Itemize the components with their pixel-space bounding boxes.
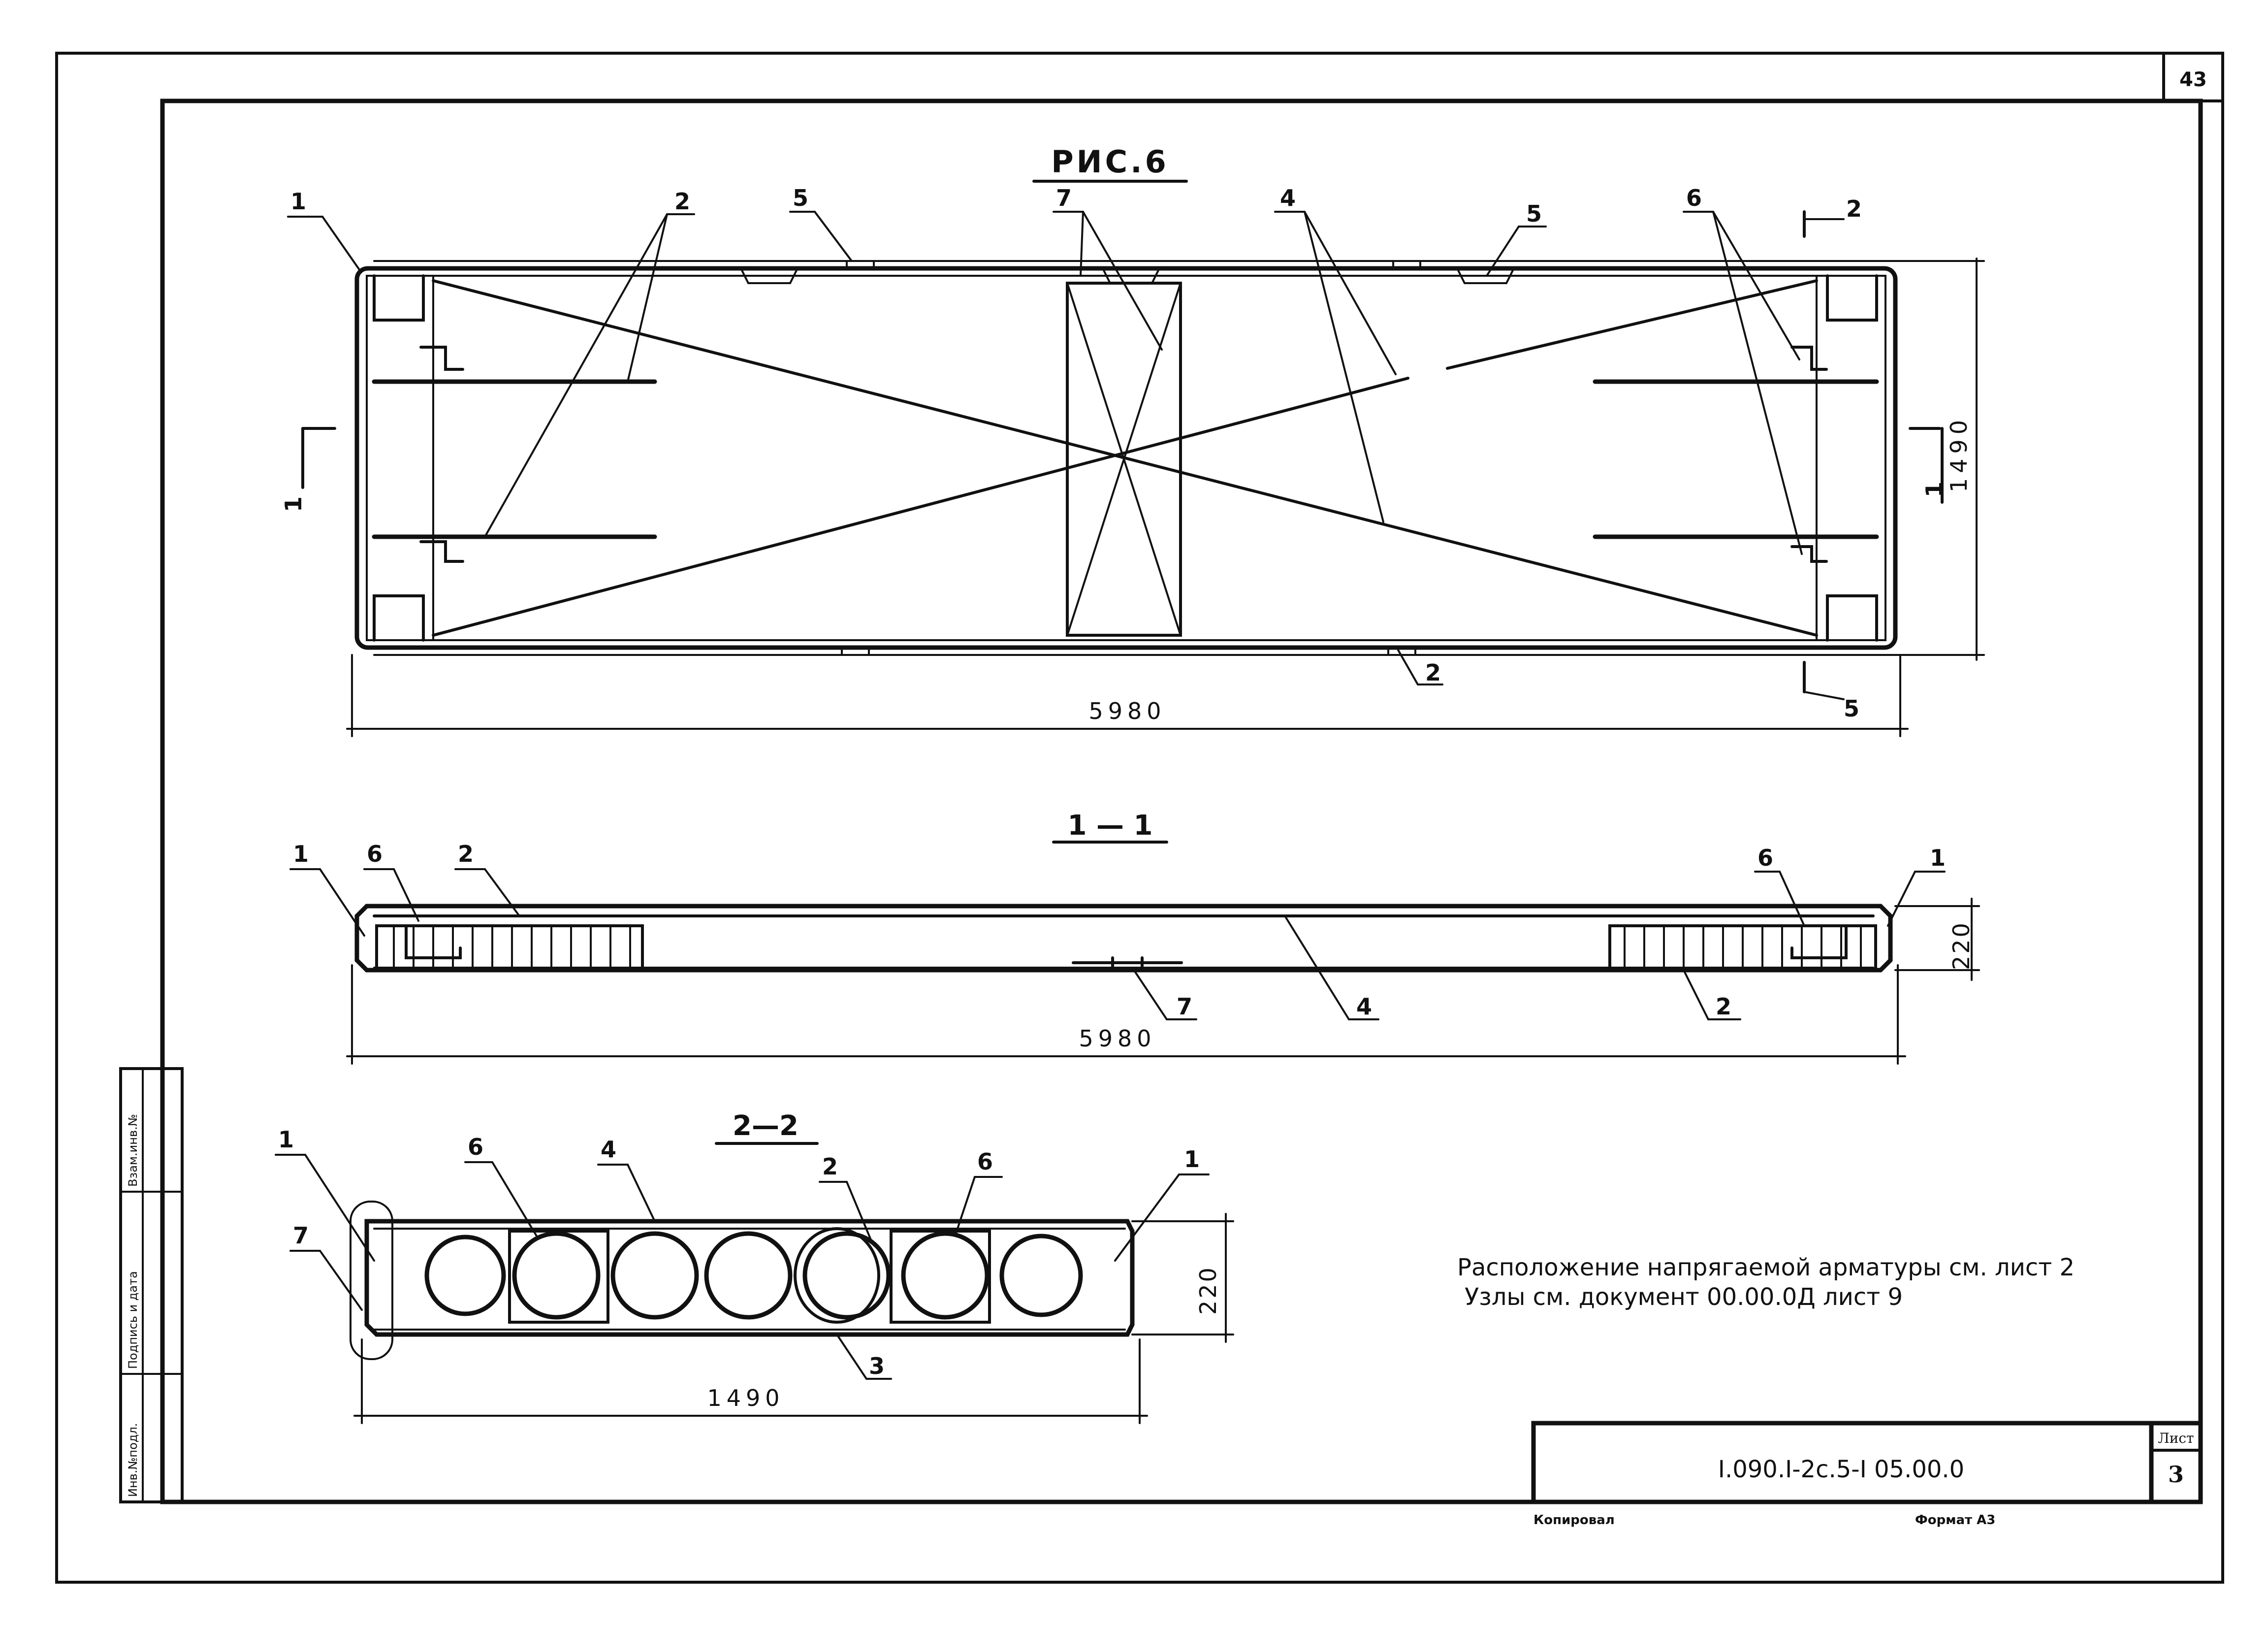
s11-leader-1b: 1 (1930, 845, 1946, 871)
plan-length-dim: 5980 (1088, 698, 1166, 724)
outer-frame (55, 52, 2224, 1584)
plan-leader-6: 6 (1686, 185, 1702, 211)
svg-text:1: 1 (1921, 482, 1948, 497)
side-stamp-inv-no: Инв.№подл. (126, 1423, 140, 1497)
s11-leader-1a: 1 (293, 841, 309, 867)
svg-text:2: 2 (1846, 195, 1862, 222)
footer-format: Формат А3 (1915, 1513, 1995, 1528)
plan-leader-7: 7 (1056, 185, 1072, 211)
s22-leader-4: 4 (601, 1136, 616, 1163)
figure-title: РИС.6 (1051, 144, 1169, 180)
document-code: I.090.I-2c.5-I 05.00.0 (1718, 1456, 1964, 1483)
plan-leader-5b: 5 (1526, 200, 1542, 227)
inner-frame (160, 98, 2203, 1504)
plan-leader-5c: 2 (1425, 659, 1441, 686)
footer-copied: Копировал (1533, 1513, 1615, 1528)
s11-height-dim: 220 (1948, 921, 1975, 970)
section-mark-1-left: 1 (280, 427, 336, 512)
title-block: I.090.I-2c.5-I 05.00.0 Лист 3 (1531, 1421, 2203, 1504)
section-mark-2-top: 2 (1803, 195, 1862, 238)
s22-height-dim: 220 (1195, 1266, 1221, 1315)
s11-leader-2b: 2 (1716, 993, 1731, 1020)
plan-leader-1: 1 (290, 188, 306, 215)
section-mark-1-right: 1 (1909, 427, 1948, 504)
s22-leader-6a: 6 (468, 1134, 483, 1160)
s22-leader-1a: 1 (278, 1126, 294, 1153)
plan-leader-2: 2 (674, 188, 690, 215)
s11-leader-6a: 6 (367, 841, 383, 867)
s22-leader-7: 7 (293, 1222, 309, 1249)
section-mark-2-bottom: 5 (1803, 661, 1859, 722)
s11-leader-4: 4 (1356, 993, 1372, 1020)
s22-width-dim: 1490 (707, 1385, 784, 1411)
section-1-1-view: 1 6 2 6 1 7 4 2 220 5980 (289, 841, 1980, 1065)
sheet-number-box (2162, 52, 2224, 102)
side-stamp-replaces: Взам.инв.№ (126, 1114, 140, 1187)
note-1: Расположение напрягаемой арматуры см. ли… (1457, 1254, 2075, 1281)
sheet-label: Лист (2158, 1430, 2194, 1446)
plan-leader-4: 4 (1280, 185, 1296, 211)
s22-leader-3: 3 (869, 1353, 885, 1379)
side-stamp: Инв.№подл. Подпись и дата Взам.инв.№ (119, 1067, 184, 1503)
section-2-2-view: 1 6 4 2 6 1 7 3 220 1490 (275, 1126, 1234, 1424)
section-1-1-title: 1 — 1 (1068, 810, 1153, 842)
plan-leaders: 1 2 5 7 4 5 6 2 (287, 185, 1803, 686)
plan-width-dim: 1490 (1946, 415, 1972, 492)
void-cores (424, 1231, 1083, 1320)
sheet-value: 3 (2168, 1461, 2184, 1488)
s11-length-dim: 5980 (1079, 1025, 1156, 1052)
svg-text:5: 5 (1844, 695, 1859, 722)
s22-leader-6b: 6 (977, 1148, 993, 1175)
section-2-2-title: 2—2 (733, 1110, 799, 1142)
plan-view: 1 2 5 7 4 5 6 2 (280, 185, 1985, 737)
side-stamp-signature: Подпись и дата (126, 1271, 140, 1369)
sheet-number: 43 (2179, 68, 2207, 91)
s11-leader-7: 7 (1177, 993, 1192, 1020)
s11-leader-6b: 6 (1757, 845, 1773, 871)
s11-leader-2a: 2 (458, 841, 474, 867)
s22-leader-1b: 1 (1184, 1146, 1200, 1172)
svg-text:1: 1 (280, 496, 307, 512)
s22-leader-2: 2 (822, 1153, 838, 1180)
note-2: Узлы см. документ 00.00.0Д лист 9 (1465, 1283, 1903, 1311)
plan-leader-5a: 5 (793, 185, 808, 211)
